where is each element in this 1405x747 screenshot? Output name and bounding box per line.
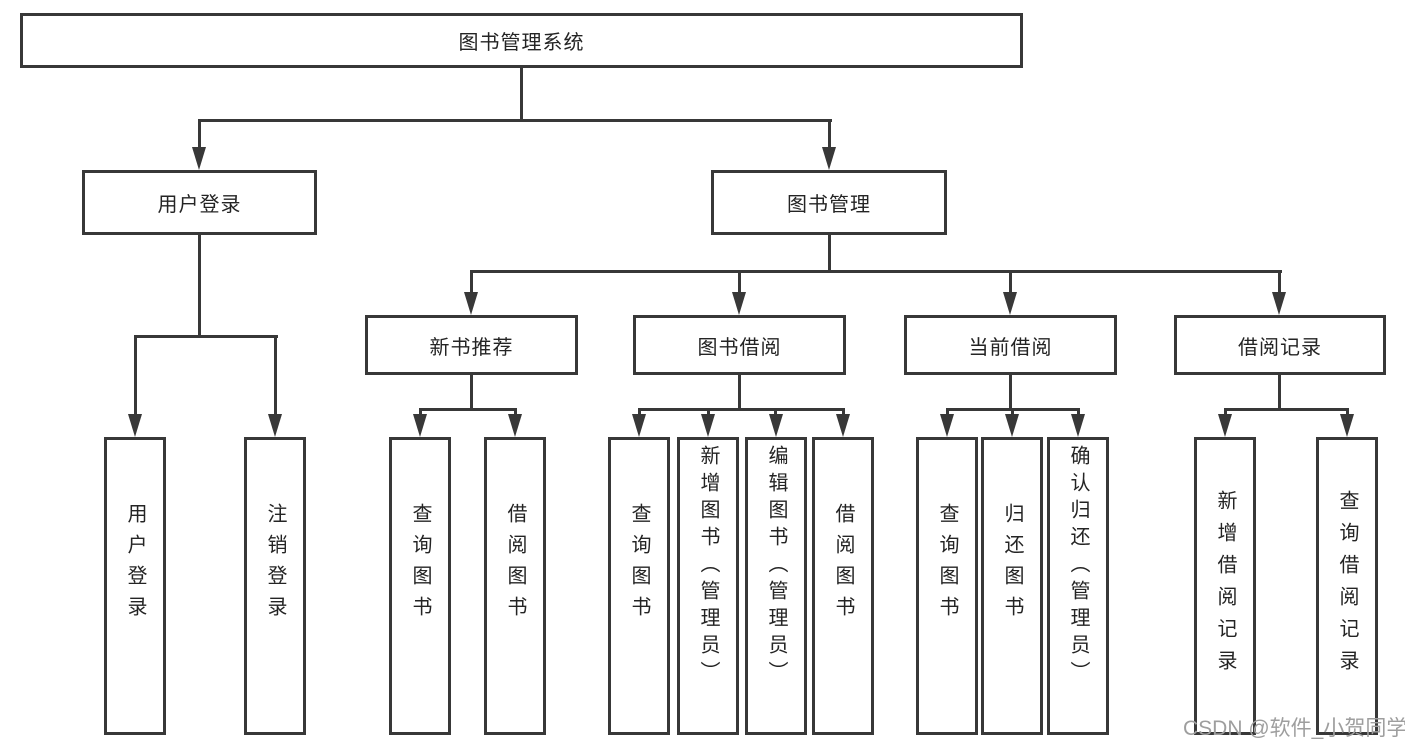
leaf-borrow-books-borrowing-label: 借阅图书 <box>832 503 854 627</box>
connector-new-books-stub <box>470 375 473 410</box>
leaf-logout-label: 注销登录 <box>264 503 286 627</box>
connector-new-books-hline <box>419 408 517 411</box>
arrow-down-icon <box>464 292 478 315</box>
connector-user-login-stub <box>198 235 201 337</box>
node-current-borrowing-label: 当前借阅 <box>968 336 1053 359</box>
connector-stem <box>514 408 517 417</box>
arrow-down-icon <box>1071 414 1085 437</box>
arrow-down-icon <box>268 414 282 437</box>
leaf-query-books-current-label: 查询图书 <box>936 503 958 627</box>
node-borrowing-records: 借阅记录 <box>1174 315 1386 375</box>
connector-stem-book-management <box>828 119 831 150</box>
node-user-login: 用户登录 <box>82 170 317 235</box>
node-book-borrowing-label: 图书借阅 <box>697 336 782 359</box>
leaf-return-books-label: 归还图书 <box>1001 503 1023 627</box>
leaf-edit-book-admin: 编辑图书（管理员） <box>745 437 807 735</box>
arrow-down-icon <box>940 414 954 437</box>
node-book-borrowing: 图书借阅 <box>633 315 846 375</box>
node-root: 图书管理系统 <box>20 13 1023 68</box>
arrow-down-icon <box>1003 292 1017 315</box>
arrow-down-icon <box>732 292 746 315</box>
arrow-down-icon <box>508 414 522 437</box>
connector-stem <box>1011 408 1014 417</box>
node-new-book-recommend: 新书推荐 <box>365 315 578 375</box>
connector-stem <box>638 408 641 417</box>
connector-user-login-hline <box>134 335 278 338</box>
connector-records-stub <box>1278 375 1281 410</box>
leaf-borrow-books-recommend: 借阅图书 <box>484 437 546 735</box>
leaf-borrow-books-recommend-label: 借阅图书 <box>504 503 526 627</box>
leaf-query-books-recommend-label: 查询图书 <box>409 503 431 627</box>
arrow-down-icon <box>1005 414 1019 437</box>
node-new-book-recommend-label: 新书推荐 <box>429 336 514 359</box>
connector-stem <box>1224 408 1227 417</box>
arrow-down-icon <box>413 414 427 437</box>
leaf-add-book-admin-label: 新增图书（管理员） <box>697 445 719 688</box>
node-borrowing-records-label: 借阅记录 <box>1238 336 1322 359</box>
arrow-down-icon <box>701 414 715 437</box>
connector-book-management-stub <box>828 235 831 273</box>
connector-stem <box>774 408 777 417</box>
arrow-down-icon <box>632 414 646 437</box>
node-current-borrowing: 当前借阅 <box>904 315 1117 375</box>
leaf-add-borrow-record-label: 新增借阅记录 <box>1214 490 1236 682</box>
connector-stem <box>946 408 949 417</box>
leaf-query-books-borrowing: 查询图书 <box>608 437 670 735</box>
connector-records-hline <box>1224 408 1349 411</box>
leaf-query-books-borrowing-label: 查询图书 <box>628 503 650 627</box>
connector-stem <box>1278 270 1281 294</box>
node-root-label: 图书管理系统 <box>458 32 585 54</box>
leaf-borrow-books-borrowing: 借阅图书 <box>812 437 874 735</box>
connector-level2-hline <box>199 119 832 122</box>
leaf-return-books: 归还图书 <box>981 437 1043 735</box>
leaf-logout: 注销登录 <box>244 437 306 735</box>
connector-stem <box>134 335 137 417</box>
leaf-confirm-return-admin-label: 确认归还（管理员） <box>1067 445 1089 688</box>
leaf-user-login-label: 用户登录 <box>124 503 146 627</box>
connector-stem <box>1077 408 1080 417</box>
arrow-down-icon <box>128 414 142 437</box>
connector-stem <box>274 335 277 417</box>
connector-stem <box>707 408 710 417</box>
node-book-management: 图书管理 <box>711 170 947 235</box>
arrow-down-icon <box>1340 414 1354 437</box>
leaf-query-borrow-record-label: 查询借阅记录 <box>1336 490 1358 682</box>
arrow-down-icon <box>1272 292 1286 315</box>
connector-root-stub <box>520 68 523 120</box>
arrow-down-icon <box>1218 414 1232 437</box>
leaf-query-books-current: 查询图书 <box>916 437 978 735</box>
connector-level3-hline <box>470 270 1282 273</box>
connector-borrowing-stub <box>738 375 741 410</box>
connector-current-stub <box>1009 375 1012 410</box>
csdn-watermark: CSDN @软件_小贺同学 <box>1183 717 1405 740</box>
connector-stem <box>419 408 422 417</box>
connector-stem <box>470 270 473 294</box>
arrow-down-icon <box>192 147 206 170</box>
leaf-edit-book-admin-label: 编辑图书（管理员） <box>765 445 787 688</box>
leaf-query-books-recommend: 查询图书 <box>389 437 451 735</box>
arrow-down-icon <box>769 414 783 437</box>
arrow-down-icon <box>836 414 850 437</box>
leaf-query-borrow-record: 查询借阅记录 <box>1316 437 1378 735</box>
arrow-down-icon <box>822 147 836 170</box>
connector-stem <box>1009 270 1012 294</box>
connector-stem-user-login <box>198 119 201 150</box>
node-book-management-label: 图书管理 <box>787 194 871 216</box>
leaf-user-login: 用户登录 <box>104 437 166 735</box>
connector-stem <box>738 270 741 294</box>
leaf-add-book-admin: 新增图书（管理员） <box>677 437 739 735</box>
connector-stem <box>842 408 845 417</box>
connector-stem <box>1346 408 1349 417</box>
leaf-add-borrow-record: 新增借阅记录 <box>1194 437 1256 735</box>
leaf-confirm-return-admin: 确认归还（管理员） <box>1047 437 1109 735</box>
connector-borrowing-hline <box>638 408 845 411</box>
node-user-login-label: 用户登录 <box>157 194 242 216</box>
